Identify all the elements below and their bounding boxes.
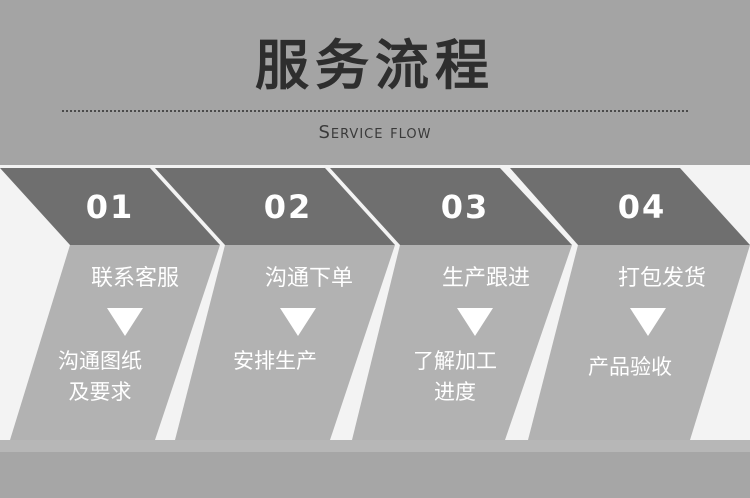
step-4-down-arrow-icon bbox=[630, 308, 666, 336]
step-3-title: 生产跟进 bbox=[441, 266, 530, 291]
dotted-divider bbox=[62, 110, 688, 112]
step-1-chevron-bottom bbox=[10, 245, 220, 440]
step-2-title: 沟通下单 bbox=[264, 266, 353, 291]
step-4-desc-line-1: 产品验收 bbox=[588, 355, 672, 379]
step-4-description: 产品验收 bbox=[555, 352, 705, 383]
step-3-desc-line-1: 了解加工 bbox=[413, 349, 497, 373]
step-4-title: 打包发货 bbox=[617, 266, 706, 291]
step-3-chevron-bottom bbox=[352, 245, 572, 440]
step-2-down-arrow-icon bbox=[280, 308, 316, 336]
step-3-desc-line-2: 进度 bbox=[434, 380, 476, 404]
step-1-down-arrow-icon bbox=[107, 308, 143, 336]
step-3-number: 03 bbox=[440, 188, 490, 226]
step-3-down-arrow-icon bbox=[457, 308, 493, 336]
footer-strip bbox=[0, 440, 750, 452]
page-title: 服务流程 bbox=[255, 34, 495, 97]
step-4-number: 04 bbox=[617, 188, 667, 226]
step-1-title: 联系客服 bbox=[90, 266, 179, 291]
step-2-number: 02 bbox=[263, 188, 313, 226]
step-1-number: 01 bbox=[85, 188, 135, 226]
step-4-chevron-top bbox=[510, 168, 750, 245]
step-3-description: 了解加工 进度 bbox=[380, 346, 530, 408]
page-subtitle: Service flow bbox=[318, 122, 432, 143]
step-3-chevron-top bbox=[330, 168, 572, 245]
step-1-desc-line-2: 及要求 bbox=[68, 380, 132, 404]
step-2-desc-line-1: 安排生产 bbox=[233, 349, 317, 373]
step-2-chevron-bottom bbox=[175, 245, 395, 440]
step-2-chevron-top bbox=[155, 168, 395, 245]
step-1-description: 沟通图纸 及要求 bbox=[25, 346, 175, 408]
step-2-description: 安排生产 bbox=[200, 346, 350, 377]
step-4-chevron-bottom bbox=[528, 245, 750, 440]
header bbox=[0, 0, 750, 165]
step-1-chevron-top bbox=[0, 168, 220, 245]
step-1-desc-line-1: 沟通图纸 bbox=[58, 349, 142, 373]
